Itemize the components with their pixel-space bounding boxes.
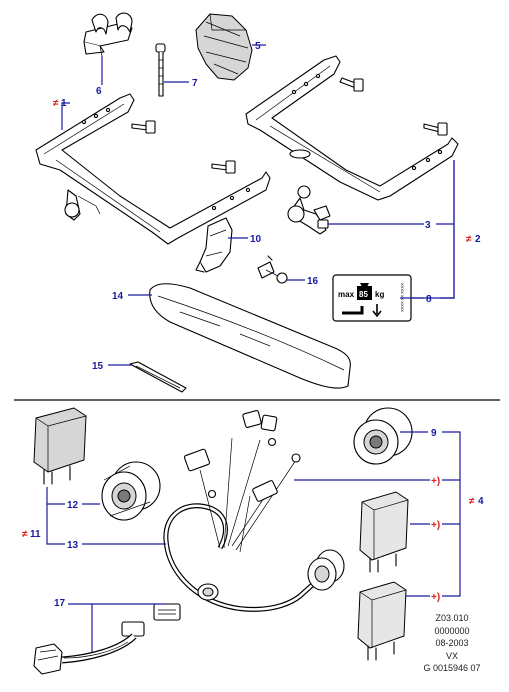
callout-10: 10 — [250, 234, 262, 245]
ref-line-2: 0000000 — [434, 625, 470, 636]
adapter-cable-part-17 — [33, 603, 181, 675]
ref-line-1: Z03.010 — [435, 613, 469, 623]
leader-lines — [46, 44, 461, 652]
label-value-text: 85 — [359, 290, 368, 299]
callout-11: 11 — [30, 529, 41, 540]
callout-15: 15 — [92, 361, 104, 372]
ball-neck-part-3 — [287, 185, 331, 235]
mark-2: ≠ — [466, 234, 472, 245]
callout-3: 3 — [425, 220, 431, 231]
callout-13: 13 — [67, 540, 79, 551]
callout-2: 2 — [475, 234, 481, 245]
callout-5: 5 — [255, 41, 261, 52]
relay-part-4-a — [359, 491, 409, 573]
towbar-frame-part-1 — [35, 93, 271, 245]
bolt-icon — [423, 122, 448, 136]
callout-8: 8 — [426, 294, 432, 305]
bolt-icon — [339, 77, 364, 92]
mark-4: ≠ — [469, 496, 475, 507]
callout-16: 16 — [307, 276, 319, 287]
towbar-frame-part-2 — [245, 55, 459, 201]
bracket-part-10 — [195, 217, 233, 273]
relay-part-11 — [33, 407, 87, 485]
plus-c: +) — [431, 592, 440, 603]
callout-1: 1 — [61, 98, 67, 109]
label-max-text: max — [338, 290, 355, 299]
callout-9: 9 — [431, 428, 437, 439]
ref-line-3: 08-2003 — [435, 638, 469, 648]
bolt-icon — [131, 120, 156, 134]
relay-part-4-b — [357, 581, 407, 661]
mark-11: ≠ — [22, 529, 28, 540]
callout-12: 12 — [67, 500, 79, 511]
bumper-trim-part-14 — [149, 283, 351, 389]
mark-1: ≠ — [53, 98, 59, 109]
ref-line-5: G 0015946 07 — [423, 663, 481, 673]
callout-6: 6 — [96, 86, 102, 97]
socket-part-12 — [101, 461, 161, 521]
ref-line-4: VX — [445, 650, 458, 661]
socket-part-9 — [353, 407, 413, 465]
reference-block: Z03.010 0000000 08-2003 VX G 0015946 07 — [400, 612, 504, 675]
callout-7: 7 — [192, 78, 198, 89]
label-unit-text: kg — [375, 290, 384, 299]
callout-4: 4 — [478, 496, 484, 507]
wiring-harness-part-13 — [163, 410, 345, 612]
cover-part-5 — [195, 13, 253, 81]
rivet-part-7 — [155, 43, 166, 97]
strip-part-15 — [129, 361, 187, 393]
plus-b: +) — [431, 520, 440, 531]
load-label-part-8: max 85 kg XXXX XX XXXX — [332, 274, 412, 322]
callout-14: 14 — [112, 291, 124, 302]
switch-part-16 — [257, 255, 288, 284]
callout-labels: ≠ 1 6 5 7 3 ≠ 2 10 16 8 14 15 12 ≠ 11 13… — [22, 41, 484, 609]
clamp-part-6 — [83, 12, 133, 57]
callout-17: 17 — [54, 598, 66, 609]
plus-a: +) — [431, 476, 440, 487]
bolt-icon — [211, 160, 236, 174]
